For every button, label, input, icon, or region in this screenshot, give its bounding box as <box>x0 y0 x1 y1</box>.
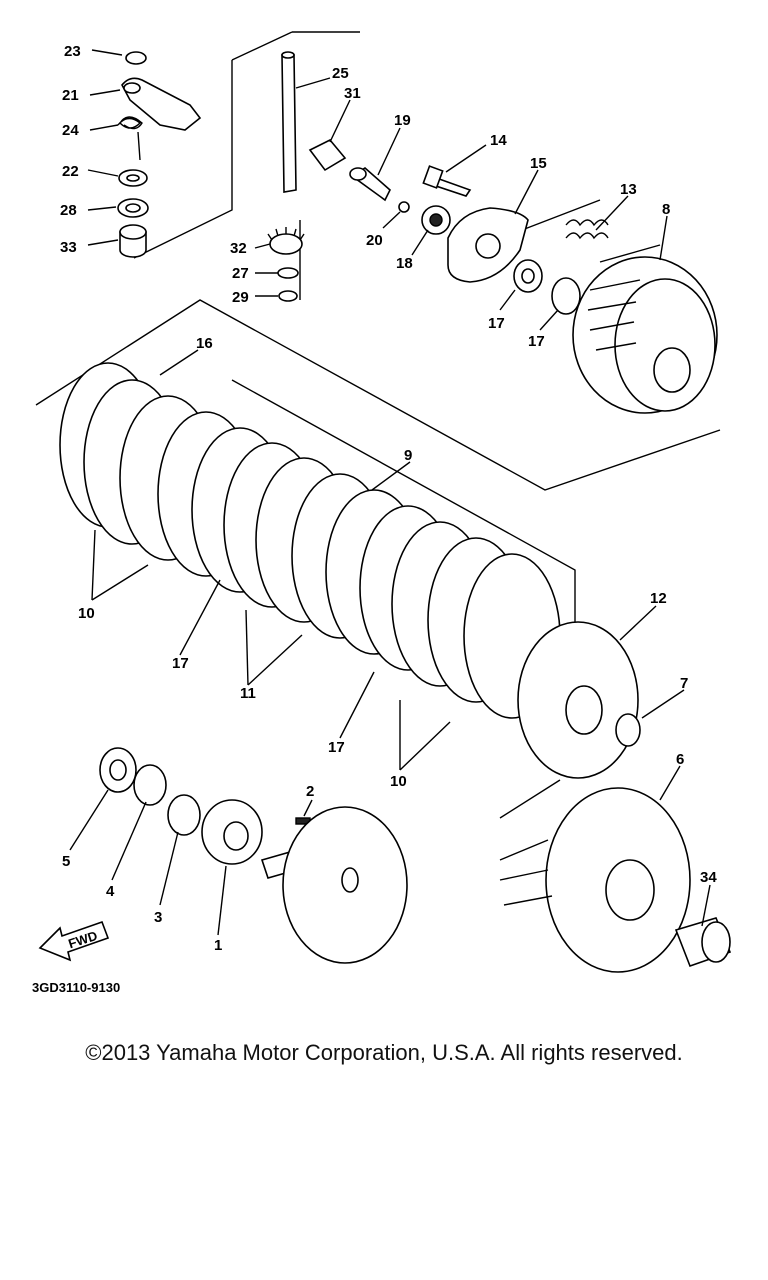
part-3-washer <box>167 794 201 836</box>
part-23-lever <box>121 77 202 131</box>
callout-15: 15 <box>530 155 547 172</box>
part-5-nut <box>99 747 137 793</box>
copyright-notice: ©2013 Yamaha Motor Corporation, U.S.A. A… <box>85 1040 683 1065</box>
callout-33: 33 <box>60 239 77 256</box>
part-19-nut <box>513 259 543 293</box>
callout-26: 24 <box>62 122 79 139</box>
callout-1: 1 <box>214 937 222 954</box>
part-1-primary-drive-gear <box>201 799 263 865</box>
callout-7: 7 <box>680 675 688 692</box>
part-24-washer <box>118 169 148 187</box>
part-18-lock-washer <box>551 277 581 315</box>
part-21-push-rod-1 <box>349 167 391 202</box>
part-25-circlip <box>125 51 147 65</box>
part-22-ball <box>398 201 410 213</box>
part-31-push-rod <box>308 139 347 172</box>
callout-12: 12 <box>650 590 667 607</box>
callout-34: 34 <box>700 869 717 886</box>
part-8-clutch-boss <box>572 256 718 414</box>
callout-2: 2 <box>306 783 314 800</box>
callout-10-a: 10 <box>78 605 95 622</box>
clutch-exploded-diagram: FWD <box>32 31 732 995</box>
part-20-bearing <box>421 205 451 235</box>
part-30-oil-seal <box>117 198 149 218</box>
callout-13: 13 <box>620 181 637 198</box>
callout-11: 11 <box>240 685 256 702</box>
callout-31: 31 <box>344 85 361 102</box>
leader-lines <box>69 49 711 936</box>
callout-17-a: 17 <box>172 655 189 672</box>
crankshaft-web <box>260 806 408 964</box>
callout-18: 17 <box>528 333 545 350</box>
part-13-spring <box>565 219 609 240</box>
part-7-circlip <box>615 713 641 747</box>
callout-30: 28 <box>60 202 77 219</box>
part-6-clutch-housing <box>499 787 691 973</box>
callout-9: 9 <box>404 447 412 464</box>
fwd-arrow-icon: FWD <box>38 920 110 962</box>
callout-19: 17 <box>488 315 505 332</box>
part-4-lock-washer <box>133 764 167 806</box>
part-15-pressure-plate <box>447 207 529 283</box>
part-29-circlip <box>278 290 298 302</box>
part-14-bolt <box>422 165 472 197</box>
group-bracket-lines <box>35 31 721 819</box>
callout-27: 25 <box>332 65 349 82</box>
callout-10-b: 10 <box>390 773 407 790</box>
fwd-label: FWD <box>66 928 99 951</box>
callout-14: 14 <box>490 132 507 149</box>
callout-25: 23 <box>64 43 81 60</box>
part-27-push-lever-shaft <box>281 51 297 193</box>
part-28-washer <box>277 267 299 279</box>
part-34-spacer <box>674 917 732 968</box>
callout-4: 4 <box>106 883 115 900</box>
part-33-bush <box>119 224 147 258</box>
callout-23: 21 <box>62 87 79 104</box>
callout-20: 18 <box>396 255 413 272</box>
callout-16: 16 <box>196 335 213 352</box>
callout-28: 27 <box>232 265 249 282</box>
callout-32: 32 <box>230 240 247 257</box>
callout-21: 19 <box>394 112 411 129</box>
callout-labels: 23 21 24 22 28 33 25 31 19 14 15 13 8 32… <box>60 43 717 954</box>
part-26-spring <box>117 116 143 161</box>
part-12-pressure-plate <box>517 621 639 779</box>
callout-5: 5 <box>62 853 70 870</box>
part-32-gear <box>267 227 305 255</box>
clutch-plate-stack <box>59 362 561 719</box>
callout-24: 22 <box>62 163 79 180</box>
callout-29: 29 <box>232 289 249 306</box>
figure-code: 3GD3110-9130 <box>32 980 120 995</box>
callout-8: 8 <box>662 201 670 218</box>
callout-6: 6 <box>676 751 684 768</box>
callout-17-b: 17 <box>328 739 345 756</box>
callout-22: 20 <box>366 232 383 249</box>
callout-3: 3 <box>154 909 162 926</box>
